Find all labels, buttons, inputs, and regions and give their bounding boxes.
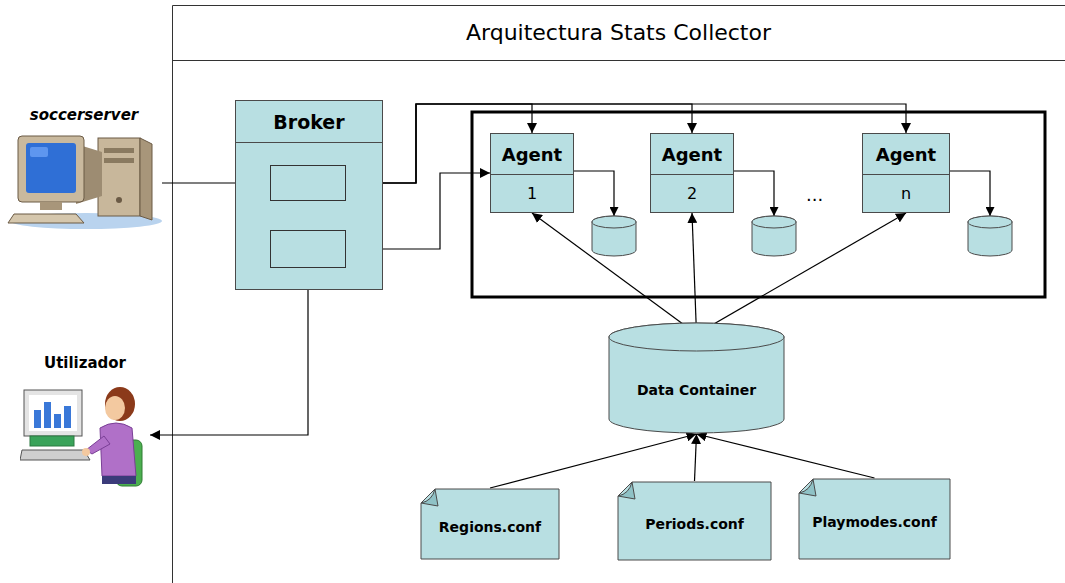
connector-arrow	[532, 213, 697, 334]
port-box	[270, 230, 346, 268]
agent-number: 1	[527, 184, 537, 203]
box-heading: Agent	[502, 144, 562, 165]
box-heading: Agent	[662, 144, 722, 165]
agent-number: 2	[687, 184, 697, 203]
node-label: Regions.conf	[439, 519, 541, 535]
computer-icon	[6, 130, 162, 230]
data-container-cylinder: Data Container	[608, 322, 785, 434]
connector-arrow	[150, 268, 308, 435]
server-computer: soccerserver	[6, 106, 162, 234]
diagram-title: Arquitectura Stats Collector	[172, 5, 1065, 60]
agent-box: Agent 2	[650, 133, 734, 213]
agent-box: Agent 1	[490, 133, 574, 213]
store-arrow	[734, 171, 774, 216]
box-heading: Broker	[273, 111, 344, 133]
agent-store	[734, 171, 796, 256]
config-file: Regions.conf	[420, 488, 560, 560]
cylinder-shape	[608, 322, 785, 434]
box-heading: Agent	[876, 144, 936, 165]
node-label: soccerserver	[30, 106, 138, 124]
connector-arrow	[697, 434, 875, 478]
store-arrow	[574, 171, 614, 216]
agent-number: n	[901, 184, 911, 203]
connector-arrow	[692, 213, 697, 334]
node-label: Utilizador	[44, 354, 126, 372]
agents-container	[472, 112, 1045, 297]
config-file: Playmodes.conf	[798, 478, 951, 560]
node-label: Playmodes.conf	[812, 514, 937, 530]
agent-box: Agent n	[862, 133, 950, 213]
title-band-line	[172, 60, 1065, 61]
connector-arrow	[695, 434, 697, 481]
connector-arrow	[490, 434, 697, 488]
broker-box: Broker	[235, 100, 383, 290]
port-box	[270, 165, 346, 201]
config-file: Periods.conf	[617, 481, 772, 561]
node-label: Data Container	[637, 382, 756, 398]
connector-arrow	[346, 104, 906, 183]
connector-arrow	[697, 213, 907, 334]
outer-frame	[173, 6, 1065, 583]
agent-store	[950, 171, 1012, 256]
node-label: Periods.conf	[645, 516, 744, 532]
agent-store	[574, 171, 636, 256]
store-arrow	[950, 171, 990, 216]
user-workstation: Utilizador	[20, 354, 150, 494]
ellipsis-label: ...	[806, 184, 823, 205]
user-icon	[20, 380, 150, 490]
